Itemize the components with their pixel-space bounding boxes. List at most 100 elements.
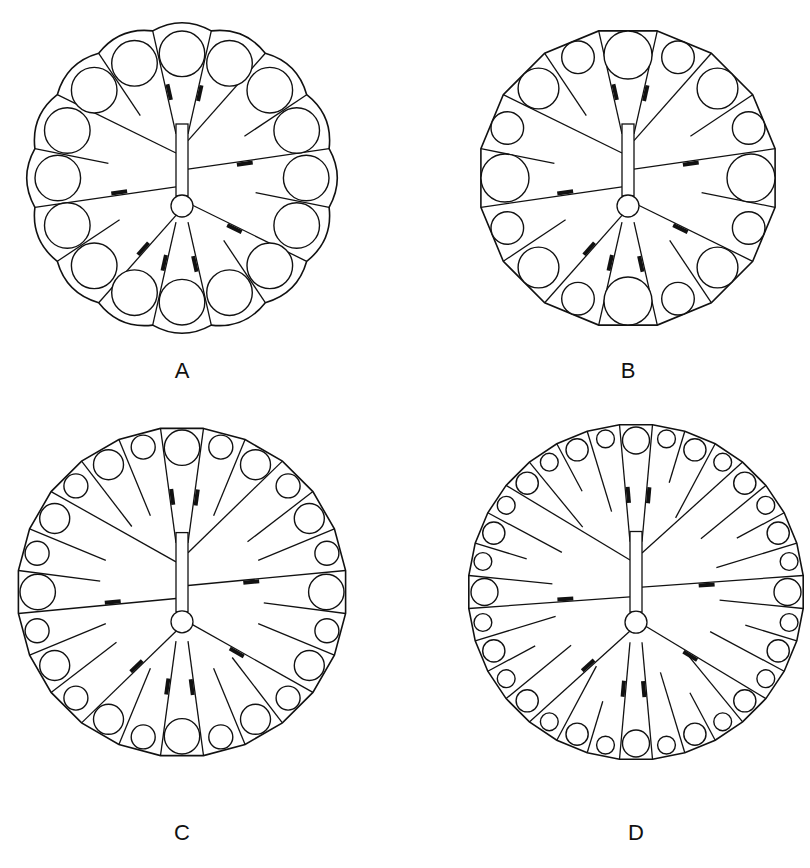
tentacle-circle (497, 496, 515, 514)
mesentery-line (529, 631, 630, 722)
tentacle-circle (697, 247, 738, 288)
tentacle-circle (276, 474, 300, 498)
retractor-muscle (643, 681, 644, 697)
panel-letter: C (174, 822, 190, 844)
retractor-muscle (673, 225, 687, 232)
tentacle-circle (474, 614, 492, 632)
tentacle-circle (283, 155, 329, 201)
tentacle-circle (780, 614, 798, 632)
tentacle-circle (597, 736, 615, 754)
tentacle-circle (40, 651, 70, 681)
tentacle-circle (732, 112, 765, 145)
tentacle-circle (518, 247, 559, 288)
tentacle-circle (767, 640, 789, 662)
tentacle-circle (159, 31, 205, 77)
retractor-muscle (639, 256, 643, 272)
tentacle-circle (474, 553, 492, 571)
tentacle-circle (209, 725, 233, 749)
tentacle-circle (483, 522, 505, 544)
polyp-section (27, 23, 338, 334)
tentacle-circle (497, 670, 515, 688)
tentacle-circle (164, 430, 199, 465)
tentacle-circle (684, 723, 706, 745)
polyp-section (469, 425, 803, 759)
tentacle-circle (774, 579, 801, 606)
tentacle-circle (274, 203, 320, 249)
retractor-muscle (196, 490, 198, 506)
mesentery-line (642, 624, 766, 699)
tentacle-circle (112, 270, 158, 316)
tentacle-circle (516, 690, 538, 712)
pharynx-bar (622, 124, 634, 196)
tentacle-circle (276, 686, 300, 710)
tentacle-circle (315, 541, 339, 565)
panel-letter: D (628, 822, 644, 844)
tentacle-circle (491, 112, 524, 145)
tentacle-circle (604, 31, 652, 79)
retractor-muscle (644, 85, 648, 101)
pharynx-bar (176, 533, 188, 612)
retractor-muscle (243, 581, 259, 583)
tentacle-circle (757, 670, 775, 688)
tentacle-circle (566, 723, 588, 745)
retractor-muscle (237, 162, 253, 164)
tentacle-circle (207, 41, 253, 87)
retractor-muscle (163, 255, 167, 271)
retractor-muscle (166, 679, 168, 695)
mesentery-line (642, 462, 743, 553)
body-wall (481, 31, 775, 325)
mesentery-line (82, 631, 176, 723)
tentacle-circle (45, 108, 91, 154)
tentacle-circle (516, 472, 538, 494)
tentacle-circle (207, 270, 253, 316)
tentacle-circle (112, 41, 158, 87)
tentacle-circle (294, 651, 324, 681)
retractor-muscle (227, 225, 241, 232)
retractor-muscle (582, 660, 594, 671)
tentacle-circle (662, 41, 695, 74)
siphonoglyph-circle (171, 611, 193, 633)
tentacle-circle (35, 155, 81, 201)
retractor-muscle (191, 679, 193, 695)
retractor-muscle (609, 255, 613, 271)
tentacle-circle (247, 243, 293, 289)
tentacle-circle (20, 574, 55, 609)
tentacle-circle (471, 579, 498, 606)
mesentery-line (689, 657, 742, 722)
retractor-muscle (138, 243, 149, 255)
mesentery-line (506, 645, 571, 698)
retractor-muscle (171, 489, 173, 505)
tentacle-circle (159, 279, 205, 325)
tentacle-circle (274, 108, 320, 154)
tentacle-circle (164, 719, 199, 754)
tentacle-circle (40, 504, 70, 534)
retractor-muscle (557, 191, 573, 193)
retractor-muscle (198, 85, 202, 101)
tentacle-circle (562, 41, 595, 74)
tentacle-circle (540, 713, 558, 731)
tentacle-circle (757, 496, 775, 514)
tentacle-circle (241, 704, 271, 734)
body-wall (27, 23, 338, 334)
tentacle-circle (71, 243, 117, 289)
panel-letter: A (175, 360, 190, 382)
tentacle-circle (623, 427, 650, 454)
tentacle-circle (732, 212, 765, 245)
mesentery-line (701, 485, 766, 538)
retractor-muscle (648, 487, 649, 503)
retractor-muscle (131, 661, 143, 672)
tentacle-circle (131, 725, 155, 749)
tentacle-circle (597, 430, 615, 448)
tentacle-circle (94, 704, 124, 734)
tentacle-circle (780, 553, 798, 571)
body-wall (18, 428, 345, 755)
tentacle-circle (684, 439, 706, 461)
pharynx-bar (630, 532, 642, 613)
retractor-muscle (613, 84, 617, 100)
tentacle-circle (518, 68, 559, 109)
tentacle-circle (662, 282, 695, 315)
tentacle-circle (64, 686, 88, 710)
body-wall (469, 425, 803, 759)
retractor-muscle (230, 649, 244, 657)
tentacle-circle (25, 541, 49, 565)
